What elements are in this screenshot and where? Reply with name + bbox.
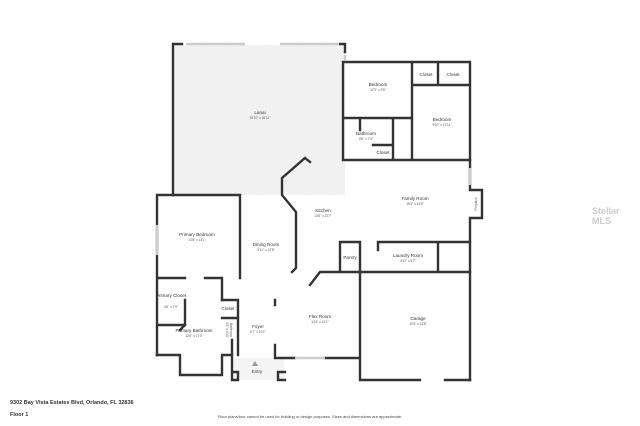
fireplace: Fireplace bbox=[474, 197, 478, 210]
room-kitchen: Kitchen bbox=[315, 208, 331, 213]
room-dim: 19'4" x 23'8" bbox=[409, 322, 426, 326]
room-closet: Closet bbox=[221, 306, 235, 311]
lanai-area bbox=[173, 45, 345, 195]
floor-label: Floor 1 bbox=[10, 412, 29, 418]
room-lanai: Lanai bbox=[254, 110, 265, 115]
watermark: Stellar MLS bbox=[592, 206, 620, 226]
room-pantry: Pantry bbox=[343, 255, 357, 260]
room-closet: Closet bbox=[419, 72, 433, 77]
room-bathroom: Bathroom bbox=[356, 131, 376, 136]
room-bedroom: Bedroom bbox=[369, 82, 388, 87]
room-foyer: Foyer bbox=[252, 324, 264, 329]
disclaimer: Floor plans/tour cannot be used for buil… bbox=[217, 414, 403, 419]
room-closet: Closet bbox=[376, 150, 390, 155]
room-primary-bathroom: Primary Bathroom bbox=[175, 328, 212, 333]
room-entry: Entry bbox=[252, 369, 263, 374]
room-dining-room: Dining Room bbox=[253, 242, 280, 247]
room-dim: 3'2" x 4'10" bbox=[225, 322, 229, 338]
room-laundry: Laundry Room bbox=[393, 253, 423, 258]
room-dim: 14'4" x 14'1" bbox=[311, 320, 328, 324]
room-dim: 4'6" x 7'9" bbox=[164, 305, 178, 309]
room-dim: 19'4" x 14'6" bbox=[406, 202, 423, 206]
room-dim: 29'10" x 26'11" bbox=[250, 116, 271, 120]
walls bbox=[155, 42, 484, 382]
room-bedroom: Bedroom bbox=[433, 117, 452, 122]
room-closet: Closet bbox=[446, 72, 460, 77]
room-dim: 13'5" x 22'7" bbox=[314, 214, 331, 218]
room-flex-room: Flex Room bbox=[309, 314, 331, 319]
room-dim: 9'11" x 5'2" bbox=[400, 259, 415, 263]
room-dim: 12'3" x 9'5" bbox=[370, 88, 386, 92]
room-dim: 14'8" x 14'1" bbox=[188, 238, 205, 242]
entry-arrow-icon bbox=[252, 361, 258, 366]
room-primary-bedroom: Primary Bedroom bbox=[179, 232, 215, 237]
room-garage: Garage bbox=[410, 316, 426, 321]
room-dim: 9'11" x 12'8" bbox=[257, 248, 274, 252]
room-primary-closet: Primary Closet bbox=[156, 293, 187, 298]
property-address: 9302 Bay Vista Estates Blvd, Orlando, FL… bbox=[10, 400, 134, 406]
room-family-room: Family Room bbox=[401, 196, 428, 201]
entry-area bbox=[232, 358, 284, 380]
room-dim: 8'6" x 7'5" bbox=[359, 137, 373, 141]
room-dim: 9'10" x 12'11" bbox=[432, 123, 451, 127]
room-labels: Lanai 29'10" x 26'11" Bedroom 12'3" x 9'… bbox=[156, 72, 478, 374]
room-bathroom-small: Bathroom bbox=[229, 323, 233, 337]
room-dim: 6'7" x 10'1" bbox=[250, 330, 266, 334]
room-dim: 12'6" x 17'0" bbox=[185, 334, 202, 338]
